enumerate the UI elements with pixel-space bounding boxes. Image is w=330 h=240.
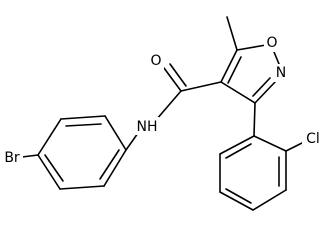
chlorophenyl-ring [219,135,287,211]
br-bond [21,154,39,158]
ring-nitrogen-label: N [276,65,286,81]
molecule-structure: Br NH O O N Cl [4,16,320,211]
bromophenyl-ring [37,115,127,190]
chlorine-atom-label: Cl [306,131,320,147]
carbonyl-oxygen-label: O [150,53,161,69]
carbonyl-double-bond [163,63,187,92]
nh-aryl-bond [125,132,139,151]
isoxazole-ring [220,44,280,104]
bromine-atom-label: Br [4,150,20,166]
cl-bond [285,141,305,152]
nh-carbonyl-bond [155,90,182,121]
amide-ring-bond [180,81,222,92]
molecule-canvas: Br NH O O N Cl [4,16,320,211]
biaryl-bond [253,102,256,137]
methyl-bond [226,16,238,51]
ring-oxygen-label: O [266,35,277,51]
amide-nh-label: NH [137,119,158,135]
